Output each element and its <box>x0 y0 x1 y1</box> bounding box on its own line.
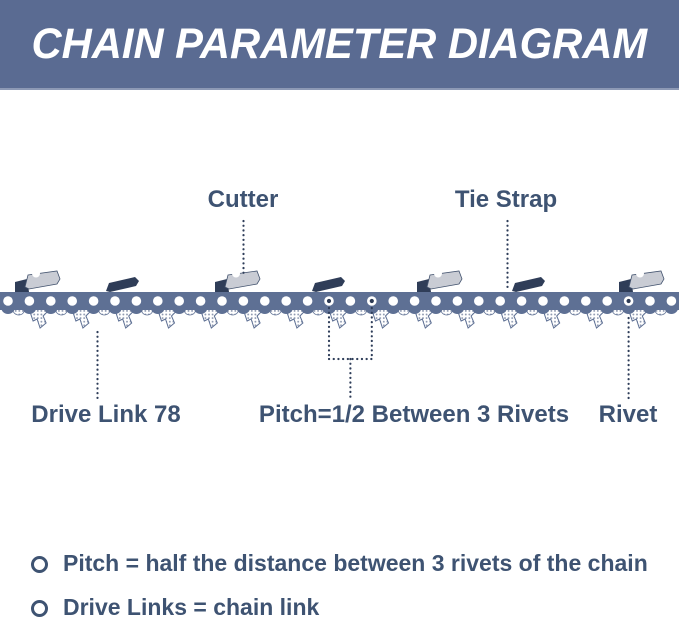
note-pitch-text: Pitch = half the distance between 3 rive… <box>63 550 648 576</box>
rivet-label: Rivet <box>598 401 658 428</box>
chain-art-svg <box>0 269 679 329</box>
pitch-label: Pitch=1/2 Between 3 Rivets <box>258 401 570 428</box>
drive-link-label: Drive Link 78 <box>31 401 181 428</box>
note-drive-links: Drive Links = chain link <box>31 594 661 619</box>
chainsaw-chain-illustration <box>0 269 679 342</box>
note-pitch: Pitch = half the distance between 3 rive… <box>31 550 661 578</box>
notes-section: Pitch = half the distance between 3 rive… <box>31 550 661 619</box>
tie-strap-label: Tie Strap <box>454 186 558 213</box>
cutter-label: Cutter <box>207 186 279 213</box>
page-title: CHAIN PARAMETER DIAGRAM <box>31 19 648 68</box>
note-drive-links-text: Drive Links = chain link <box>63 593 320 619</box>
ring-bullet-icon <box>31 556 48 573</box>
title-banner: CHAIN PARAMETER DIAGRAM <box>0 0 679 90</box>
ring-bullet-icon <box>31 599 48 617</box>
